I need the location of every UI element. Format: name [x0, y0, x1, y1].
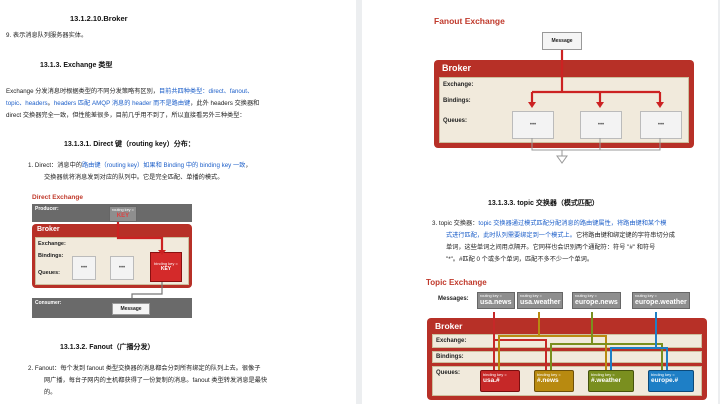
- binding-key-value: KEY: [160, 266, 172, 272]
- topic-figure-title: Topic Exchange: [426, 278, 487, 287]
- queues-label: Queues:: [443, 118, 468, 124]
- exchange-para-line1: Exchange 分发消息时根据类型的不同分发策略有区别，目前共四种类型：dir…: [6, 88, 254, 95]
- direct-line1: 1. Direct：消息中的路由键（routing key）如果和 Bindin…: [28, 162, 252, 169]
- queue-box: •••: [580, 111, 622, 139]
- binding-key-caption: binding key =: [154, 261, 178, 266]
- direct-broker: Broker Exchange: Bindings: Queues: ••• •…: [32, 224, 192, 288]
- queues-label: Queues:: [436, 370, 461, 376]
- queue-box: •••: [640, 111, 682, 139]
- topic-line3: 单词，这些单词之间用点隔开。它同样也会识别两个通配符：符号 "#" 和符号: [446, 244, 656, 251]
- consumer-message: Message: [112, 303, 150, 315]
- topic-broker: Broker Exchange: Bindings: Queues:: [427, 318, 707, 400]
- exchange-label: Exchange:: [38, 241, 66, 247]
- exchange-para-line3: direct 交换器完全一致，但性能差很多，目前几乎用不到了，所以直接看另外三种…: [6, 112, 246, 119]
- fanout-line2: 网广播，每台子网内的主机都获得了一份复制的消息。fanout 类型转发消息是最快: [44, 377, 268, 384]
- consumer-bar: Consumer: Message: [32, 298, 192, 318]
- direct-routing-arrow: [116, 222, 166, 298]
- message-usa-news: routing key =usa.news: [477, 292, 515, 309]
- fanout-message-box: Message: [542, 32, 582, 50]
- queue-europe: binding key =europe.#: [648, 370, 694, 392]
- bindings-label: Bindings:: [436, 354, 464, 360]
- heading-broker: 13.1.2.10.Broker: [70, 14, 128, 23]
- queue-weather: binding key =#.weather: [588, 370, 634, 392]
- fanout-figure-title: Fanout Exchange: [434, 16, 505, 26]
- left-page: 13.1.2.10.Broker 9. 表示消息队列服务器实体。 13.1.3.…: [0, 0, 356, 404]
- messages-label: Messages:: [438, 296, 469, 302]
- right-page: Fanout Exchange Message Broker Exchange:…: [362, 0, 718, 404]
- queues-label: Queues:: [38, 270, 61, 276]
- fanout-broker: Broker Exchange: Bindings: Queues: ••• •…: [434, 60, 694, 148]
- exchange-para-line2: topic、headers。headers 匹配 AMQP 消息的 header…: [6, 100, 260, 107]
- queue-usa: binding key =usa.#: [480, 370, 520, 392]
- direct-line2: 交换器就将消息发到对应的队列中。它是完全匹配、单播的模式。: [44, 174, 224, 181]
- queue-news: binding key =#.news: [534, 370, 574, 392]
- producer-label: Producer:: [35, 206, 59, 212]
- section-direct: 13.1.3.1. Direct 键（routing key）分布：: [64, 141, 195, 148]
- broker-title: Broker: [442, 63, 472, 73]
- section-exchange-types: 13.1.3. Exchange 类型: [40, 62, 113, 69]
- queue-box: •••: [512, 111, 554, 139]
- producer-bar: Producer: routing key =KEY: [32, 204, 192, 222]
- message-europe-weather: routing key =europe.weather: [632, 292, 690, 309]
- item-9: 9. 表示消息队列服务器实体。: [6, 32, 88, 39]
- topic-line2: 式进行匹配，此时队列需要绑定到一个模式上。它将路由键和绑定键的字符串切分成: [446, 232, 675, 239]
- section-fanout: 13.1.3.2. Fanout（广播分发）: [60, 344, 155, 351]
- topic-line4: "*"。#匹配 0 个或多个单词，匹配不多不少一个单词。: [446, 256, 594, 263]
- consumer-label: Consumer:: [35, 300, 62, 306]
- fanout-line1: 2. Fanout：每个发到 fanout 类型交换器的消息都会分到所有绑定的队…: [28, 365, 261, 372]
- topic-routing-lines: [493, 312, 668, 370]
- fanout-line3: 的。: [44, 389, 57, 396]
- broker-title: Broker: [37, 226, 60, 233]
- direct-exchange-diagram: Direct Exchange Producer: routing key =K…: [32, 194, 192, 320]
- section-topic: 13.1.3.3. topic 交换器（模式匹配）: [488, 200, 599, 207]
- message-europe-news: routing key =europe.news: [572, 292, 621, 309]
- fanout-arrows: [528, 50, 664, 164]
- bound-queue: binding key = KEY: [150, 252, 182, 282]
- fanout-exchange-diagram: Fanout Exchange Message Broker Exchange:…: [434, 16, 694, 166]
- direct-message-tag: routing key =KEY: [109, 206, 137, 222]
- direct-figure-title: Direct Exchange: [32, 194, 83, 201]
- bindings-label: Bindings:: [443, 98, 471, 104]
- exchange-label: Exchange:: [443, 82, 474, 88]
- fanout-broker-body: Exchange: Bindings: Queues: ••• ••• •••: [439, 77, 689, 143]
- exchange-label: Exchange:: [436, 338, 467, 344]
- broker-title: Broker: [435, 321, 463, 331]
- topic-line1: 3. topic 交换器：topic 交换器通过模式匹配分配消息的路由键属性，将…: [432, 220, 667, 227]
- topic-exchange-diagram: Topic Exchange Messages: routing key =us…: [424, 278, 710, 402]
- queue-box: •••: [110, 256, 134, 280]
- message-usa-weather: routing key =usa.weather: [517, 292, 564, 309]
- direct-broker-body: Exchange: Bindings: Queues: ••• ••• bind…: [35, 237, 189, 285]
- bindings-label: Bindings:: [38, 253, 64, 259]
- queue-box: •••: [72, 256, 96, 280]
